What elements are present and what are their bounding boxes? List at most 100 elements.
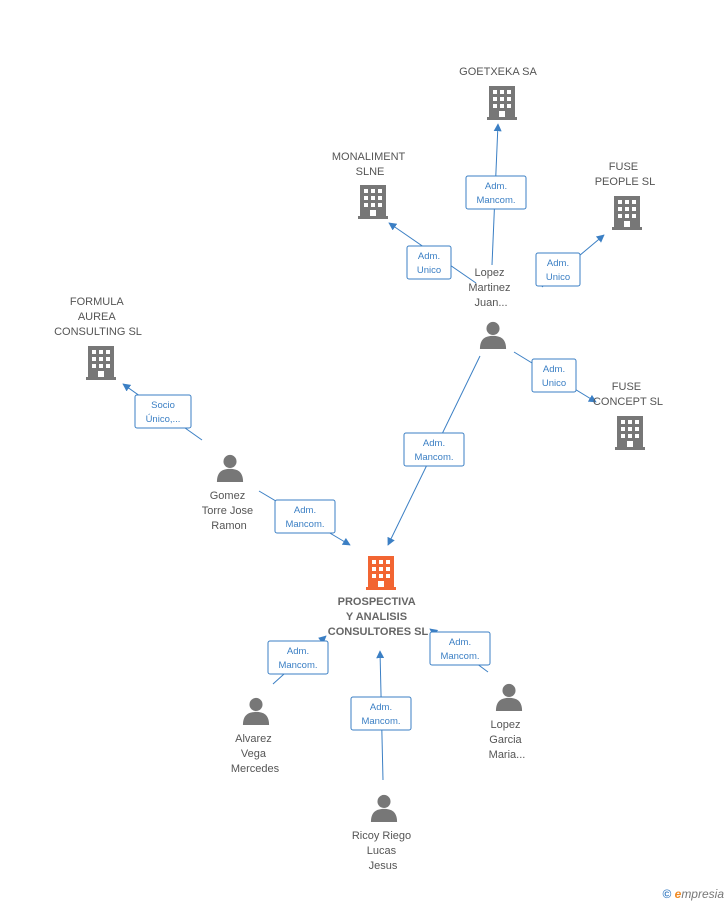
person-label-line: Ramon bbox=[211, 520, 246, 532]
person-icon bbox=[242, 697, 270, 725]
company-goetxeka[interactable]: GOETXEKA SA bbox=[459, 66, 537, 120]
company-fuse-people[interactable]: FUSE PEOPLE SL bbox=[595, 161, 656, 230]
copyright-symbol: © bbox=[662, 887, 672, 901]
relation-label-line: Mancom. bbox=[361, 716, 400, 727]
svg-text:Adm.Mancom.: Adm. Mancom. bbox=[476, 181, 515, 206]
person-icon bbox=[216, 454, 244, 482]
person-label-line: Torre Jose bbox=[202, 505, 253, 517]
relation-label-line: Único,... bbox=[146, 414, 181, 425]
company-label-line: MONALIMENT bbox=[332, 151, 406, 163]
relation-label-line: Adm. bbox=[294, 505, 316, 516]
person-label-line: Garcia bbox=[489, 734, 522, 746]
person-label-line: Gomez bbox=[210, 490, 245, 502]
relation-box[interactable]: Adm. Mancom. bbox=[403, 432, 465, 467]
person-label-line: Juan... bbox=[474, 297, 507, 309]
person-ricoy[interactable]: Ricoy Riego Lucas Jesus bbox=[352, 794, 414, 872]
company-label-line: AUREA bbox=[78, 311, 117, 323]
svg-text:Adm.Unico: Adm. Unico bbox=[542, 364, 566, 389]
company-label-line: FUSE bbox=[609, 161, 638, 173]
company-fuse-concept[interactable]: FUSE CONCEPT SL bbox=[593, 381, 663, 450]
relation-label-line: Unico bbox=[542, 378, 566, 389]
svg-text:Lopez Martinez Jua: Lopez Martinez Juan... bbox=[468, 267, 513, 309]
building-icon bbox=[615, 416, 645, 450]
relation-box[interactable]: Adm. Unico bbox=[535, 252, 581, 287]
person-icon bbox=[370, 794, 398, 822]
svg-text:Lopez Garcia Maria: Lopez Garcia Maria... bbox=[489, 719, 526, 761]
company-label-line: CONSULTING SL bbox=[54, 326, 142, 338]
company-label-line: FORMULA bbox=[70, 296, 124, 308]
person-icon bbox=[495, 683, 523, 711]
person-label-line: Martinez bbox=[468, 282, 510, 294]
relation-box[interactable]: Adm. Unico bbox=[406, 245, 452, 280]
relation-label-line: Adm. bbox=[485, 181, 507, 192]
person-label-line: Lopez bbox=[474, 267, 504, 279]
relation-label-line: Adm. bbox=[418, 251, 440, 262]
relation-label-line: Unico bbox=[546, 272, 570, 283]
relation-box[interactable]: Adm. Mancom. bbox=[274, 499, 336, 534]
edges bbox=[122, 123, 605, 781]
company-label-line: Y ANALISIS bbox=[346, 611, 407, 623]
building-icon bbox=[487, 86, 517, 120]
relation-label-line: Adm. bbox=[547, 258, 569, 269]
svg-text:Adm.Unico: Adm. Unico bbox=[546, 258, 570, 283]
relation-label-line: Socio bbox=[151, 400, 175, 411]
person-label-line: Maria... bbox=[489, 749, 526, 761]
person-label-line: Jesus bbox=[369, 860, 398, 872]
svg-text:MONALIMENT SLNE: MONALIMENT SLNE bbox=[332, 151, 408, 178]
person-label-line: Ricoy Riego bbox=[352, 830, 411, 842]
building-icon bbox=[612, 196, 642, 230]
company-prospectiva-main[interactable]: PROSPECTIVA Y ANALISIS CONSULTORES SL bbox=[328, 556, 429, 638]
company-label-line: CONSULTORES SL bbox=[328, 626, 429, 638]
relation-box[interactable]: Adm. Mancom. bbox=[350, 696, 412, 731]
person-label-line: Lucas bbox=[367, 845, 397, 857]
company-label-line: SLNE bbox=[356, 166, 385, 178]
company-label-line: PEOPLE SL bbox=[595, 176, 656, 188]
relation-box[interactable]: Adm.Mancom. bbox=[267, 640, 329, 675]
person-icon bbox=[479, 321, 507, 349]
person-gomez[interactable]: Gomez Torre Jose Ramon bbox=[202, 454, 256, 532]
brand-name: mpresia bbox=[681, 887, 724, 901]
person-label-line: Alvarez bbox=[235, 733, 272, 745]
relation-box[interactable]: Adm. Mancom. bbox=[429, 631, 491, 666]
svg-text:Gomez Torre Jose R: Gomez Torre Jose Ramon bbox=[202, 490, 256, 532]
building-icon bbox=[86, 346, 116, 380]
relation-label-line: Adm. bbox=[370, 702, 392, 713]
svg-text:Adm.Mancom.: Adm.Mancom. bbox=[278, 646, 317, 671]
company-formula[interactable]: FORMULA AUREA CONSULTING SL bbox=[54, 296, 142, 380]
svg-text:Adm.Mancom.: Adm. Mancom. bbox=[414, 438, 453, 463]
building-icon bbox=[358, 185, 388, 219]
relation-box[interactable]: Adm. Mancom. bbox=[465, 175, 527, 210]
relation-label-line: Mancom. bbox=[440, 651, 479, 662]
brand-initial: e bbox=[674, 887, 682, 901]
svg-text:Adm.Mancom.: Adm. Mancom. bbox=[440, 637, 479, 662]
svg-text:Adm.Mancom.: Adm. Mancom. bbox=[285, 505, 324, 530]
svg-text:Ricoy Riego Lucas: Ricoy Riego Lucas Jesus bbox=[352, 830, 414, 872]
relation-label-line: Mancom. bbox=[285, 519, 324, 530]
person-lopez-martinez[interactable]: Lopez Martinez Juan... bbox=[468, 267, 513, 349]
relation-label-line: Mancom. bbox=[414, 452, 453, 463]
svg-text:Adm.Unico: Adm. Unico bbox=[417, 251, 441, 276]
svg-text:FUSE CONCEPT SL: FUSE CONCEPT SL bbox=[593, 381, 663, 408]
svg-text:Alvarez Vega Merce: Alvarez Vega Mercedes bbox=[231, 733, 280, 775]
person-alvarez[interactable]: Alvarez Vega Mercedes bbox=[231, 697, 280, 775]
empresia-watermark: © empresia bbox=[662, 887, 724, 901]
relation-label-line: Mancom. bbox=[476, 195, 515, 206]
svg-text:FORMULA AUREA CONS: FORMULA AUREA CONSULTING SL bbox=[54, 296, 142, 338]
relation-label-line: Adm. bbox=[449, 637, 471, 648]
relation-box[interactable]: Adm. Unico bbox=[531, 358, 577, 393]
company-label-line: FUSE bbox=[612, 381, 641, 393]
person-label-line: Vega bbox=[241, 748, 267, 760]
relation-label-line: Adm. bbox=[543, 364, 565, 375]
person-label-line: Lopez bbox=[490, 719, 520, 731]
building-icon bbox=[366, 556, 396, 590]
svg-text:FUSE PEOPLE SL: FUSE PEOPLE SL bbox=[595, 161, 656, 188]
relation-label-line: Unico bbox=[417, 265, 441, 276]
company-label-line: CONCEPT SL bbox=[593, 396, 663, 408]
company-monaliment[interactable]: MONALIMENT SLNE bbox=[332, 151, 408, 219]
person-lopez-garcia[interactable]: Lopez Garcia Maria... bbox=[489, 683, 526, 761]
relation-label-line: Adm. bbox=[423, 438, 445, 449]
relation-label-line: Adm. bbox=[287, 646, 309, 657]
